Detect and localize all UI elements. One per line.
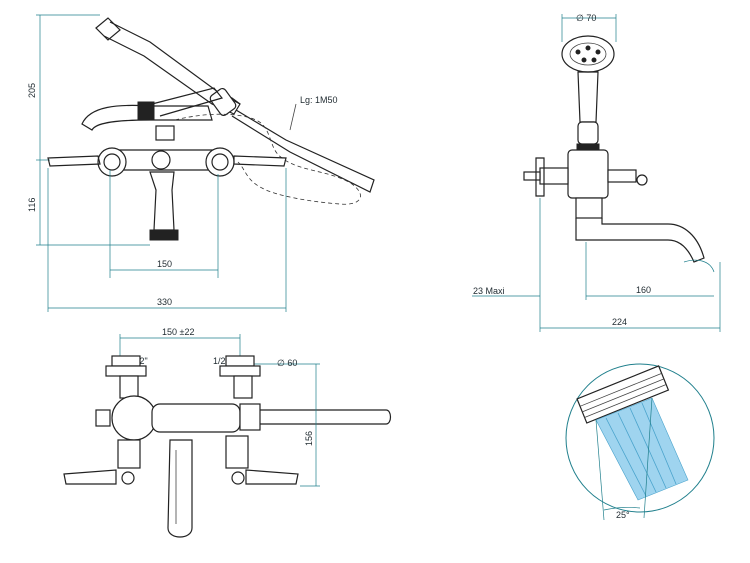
- dim-diam70-label: ∅ 70: [576, 13, 596, 23]
- angle-label: 25°: [616, 510, 630, 520]
- dim-224-label: 224: [612, 317, 627, 327]
- dim-116-label: 116: [27, 198, 37, 212]
- handshower: [95, 17, 241, 117]
- top-view: 150 ±22 1/2" 1/2" ∅ 60 156: [63, 327, 392, 538]
- dim-diam60-label: ∅ 60: [277, 358, 297, 368]
- dim-330-label: 330: [157, 297, 172, 307]
- front-view: 205 116 Lg: 1M50: [27, 14, 375, 312]
- dim-150-front-label: 150: [157, 259, 172, 269]
- spray-detail: 25°: [565, 363, 715, 521]
- dim-23-maxi-label: 23 Maxi: [473, 286, 505, 296]
- dim-156-label: 156: [304, 431, 314, 446]
- thread-right-label: 1/2": [213, 356, 229, 366]
- dim-160-label: 160: [636, 285, 651, 295]
- dim-150-22-label: 150 ±22: [162, 327, 194, 337]
- dim-205-label: 205: [27, 83, 37, 98]
- side-view: ∅ 70 23 Maxi 160 224: [472, 13, 721, 332]
- hose-length-label: Lg: 1M50: [300, 95, 338, 105]
